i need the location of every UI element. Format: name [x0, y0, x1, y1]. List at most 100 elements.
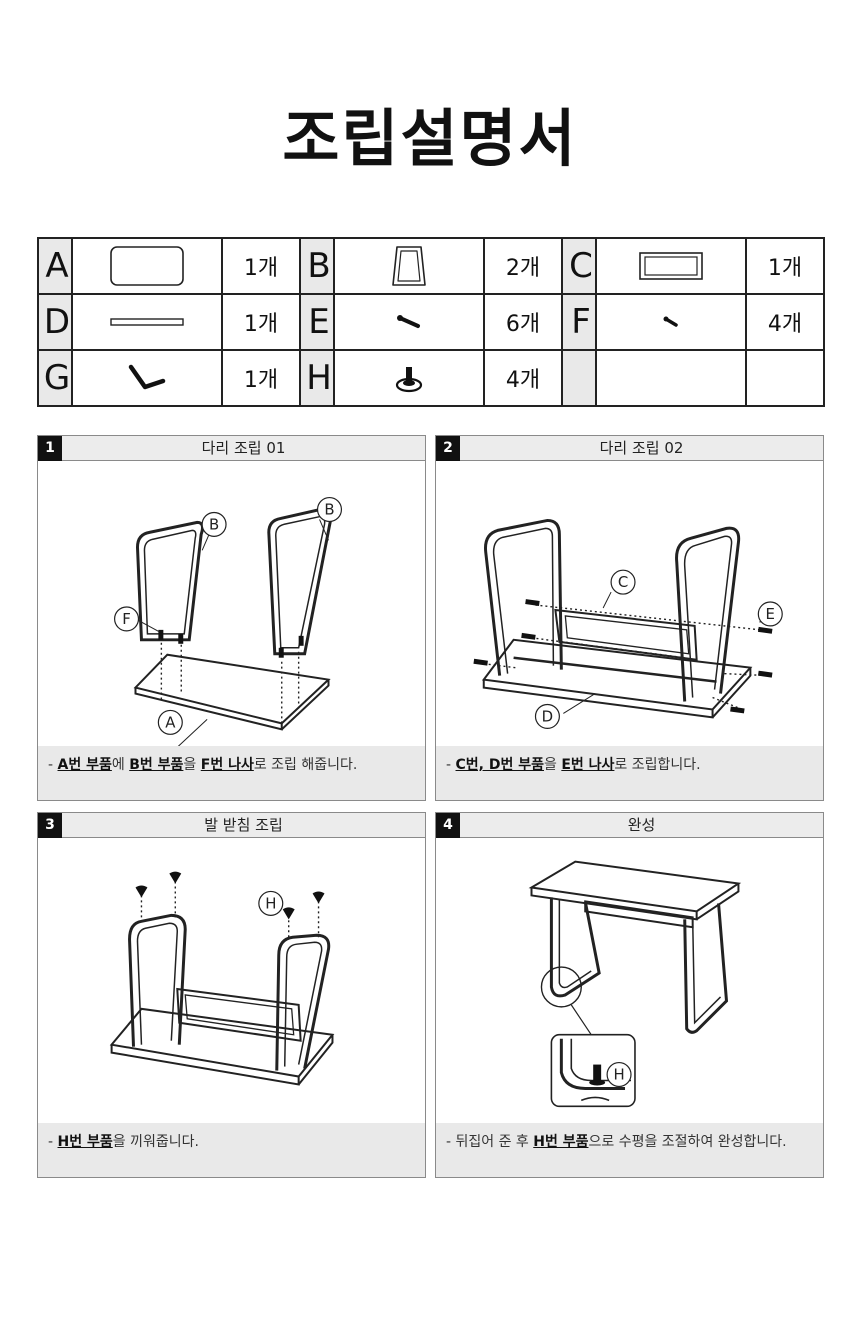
step-title: 완성 — [627, 816, 656, 834]
callout-label: F — [122, 610, 131, 628]
callout-label: H — [613, 1066, 624, 1084]
step-number: 2 — [436, 436, 460, 461]
empty-cell — [595, 349, 747, 407]
step-4-panel: 4 완성 — [435, 812, 824, 1178]
long-screw-icon — [397, 315, 420, 328]
step-description: - A번 부품에 B번 부품을 F번 나사로 조립 해줍니다. — [38, 746, 425, 800]
bar-icon — [110, 318, 184, 326]
part-qty: 6개 — [483, 293, 563, 351]
callout-label: B — [209, 515, 219, 533]
desc-emphasis: F번 나사 — [200, 757, 254, 773]
desc-text: - — [446, 757, 456, 773]
part-image — [595, 237, 747, 295]
step-header: 3 발 받침 조립 — [38, 813, 425, 838]
part-letter: H — [299, 349, 335, 407]
part-letter: G — [37, 349, 73, 407]
part-image — [71, 237, 223, 295]
step-2-figure: C E D — [473, 518, 783, 729]
desc-text: 에 — [111, 757, 130, 773]
part-image — [71, 349, 223, 407]
panel-frame-icon — [639, 252, 703, 280]
callout-label: B — [324, 500, 334, 518]
callout-a: A — [157, 709, 183, 735]
step-description: - C번, D번 부품을 E번 나사로 조립합니다. — [436, 746, 823, 800]
part-qty: 1개 — [745, 237, 825, 295]
part-qty: 2개 — [483, 237, 563, 295]
step-description: - 뒤집어 준 후 H번 부품으로 수평을 조절하여 완성합니다. — [436, 1123, 823, 1177]
part-qty: 1개 — [221, 349, 301, 407]
leg-frame-icon — [392, 246, 426, 286]
part-image — [71, 293, 223, 351]
step-title: 다리 조립 01 — [201, 439, 286, 457]
part-qty: 4개 — [483, 349, 563, 407]
step-title: 발 받침 조립 — [204, 816, 283, 834]
desc-emphasis: H번 부품 — [533, 1134, 589, 1150]
desc-emphasis: A번 부품 — [57, 757, 112, 773]
hex-key-icon — [128, 364, 166, 390]
desc-text: 으로 수평을 조절하여 완성합니다. — [588, 1134, 787, 1150]
desc-text: 을 — [544, 757, 562, 773]
desc-text: 을 — [183, 757, 201, 773]
leveling-foot-icon — [395, 367, 423, 393]
callout-c: C — [610, 569, 636, 595]
part-image — [595, 293, 747, 351]
tabletop-icon — [110, 246, 184, 286]
desc-text: - 뒤집어 준 후 — [446, 1134, 534, 1150]
step-number: 3 — [38, 813, 62, 838]
callout-label: A — [165, 713, 176, 731]
part-qty: 1개 — [221, 293, 301, 351]
desc-emphasis: H번 부품 — [57, 1134, 113, 1150]
page-title: 조립설명서 — [282, 102, 578, 175]
desc-text: 을 끼워줍니다. — [112, 1134, 199, 1150]
parts-row: D 1개 E 6개 F 4개 — [37, 293, 825, 351]
part-letter: A — [37, 237, 73, 295]
parts-row: A 1개 B 2개 C 1개 — [37, 237, 825, 295]
part-letter: B — [299, 237, 335, 295]
callout-label: C — [618, 573, 628, 591]
callout-f: F — [114, 606, 140, 632]
callout-h: H — [258, 890, 284, 916]
parts-table: A 1개 B 2개 C 1개 D — [37, 237, 825, 407]
desc-text: - — [48, 757, 58, 773]
step-3-panel: 3 발 받침 조립 H — [37, 812, 426, 1178]
callout-label: E — [766, 605, 775, 623]
part-letter: D — [37, 293, 73, 351]
step-header: 1 다리 조립 01 — [38, 436, 425, 461]
part-image — [333, 237, 485, 295]
desc-emphasis: C번, D번 부품 — [455, 757, 544, 773]
callout-e: E — [757, 601, 783, 627]
desc-text: - — [48, 1134, 58, 1150]
part-letter: C — [561, 237, 597, 295]
callout-label: D — [542, 707, 553, 725]
step-header: 2 다리 조립 02 — [436, 436, 823, 461]
part-qty: 4개 — [745, 293, 825, 351]
step-header: 4 완성 — [436, 813, 823, 838]
part-letter: E — [299, 293, 335, 351]
part-image — [333, 293, 485, 351]
step-description: - H번 부품을 끼워줍니다. — [38, 1123, 425, 1177]
callout-b: B — [201, 511, 227, 537]
empty-cell — [745, 349, 825, 407]
step-1-figure: B B F A — [114, 496, 343, 747]
step-3-figure: H — [109, 871, 335, 1086]
callout-d: D — [534, 703, 560, 729]
desc-emphasis: B번 부품 — [129, 757, 184, 773]
step-number: 1 — [38, 436, 62, 461]
step-title: 다리 조립 02 — [599, 439, 684, 457]
desc-emphasis: E번 나사 — [561, 757, 615, 773]
step-1-panel: 1 다리 조립 01 — [37, 435, 426, 801]
step-2-panel: 2 다리 조립 02 — [435, 435, 824, 801]
callout-label: H — [265, 894, 276, 912]
callout-h: H — [606, 1061, 632, 1088]
step-4-figure: H — [528, 860, 742, 1108]
step-number: 4 — [436, 813, 460, 838]
desc-text: 로 조립 해줍니다. — [253, 757, 358, 773]
part-image — [333, 349, 485, 407]
empty-cell — [561, 349, 597, 407]
part-letter: F — [561, 293, 597, 351]
short-screw-icon — [663, 316, 678, 327]
callout-b: B — [316, 496, 343, 523]
parts-row: G 1개 H 4개 — [37, 349, 825, 407]
part-qty: 1개 — [221, 237, 301, 295]
desc-text: 로 조립합니다. — [614, 757, 701, 773]
